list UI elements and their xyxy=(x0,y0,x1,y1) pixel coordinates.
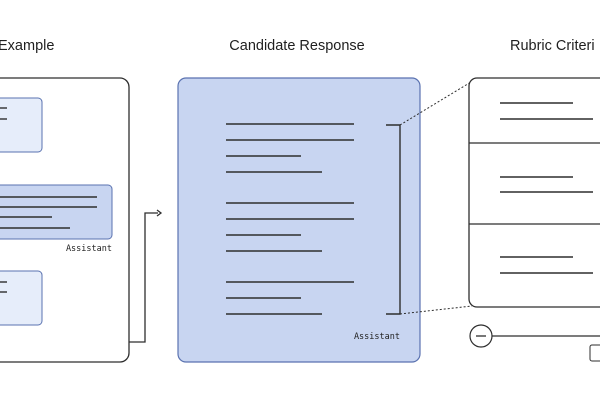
candidate-response-panel: Assistant xyxy=(177,77,421,363)
user-message-2 xyxy=(0,270,43,326)
rubric-panel xyxy=(468,77,600,308)
assistant-message xyxy=(0,184,113,240)
score-slider[interactable] xyxy=(469,324,600,362)
example-panel: Assistant xyxy=(0,77,130,363)
right-title: Rubric Criteri xyxy=(510,38,595,54)
center-title: Candidate Response xyxy=(229,38,364,54)
arrow-head-icon xyxy=(156,209,163,217)
slider-value-box xyxy=(589,344,600,362)
assistant-label: Assistant xyxy=(66,244,112,254)
left-title: Example xyxy=(0,38,54,54)
zoom-line-top xyxy=(399,81,472,126)
user-message-1 xyxy=(0,97,43,153)
assistant-label: Assistant xyxy=(354,332,400,342)
arrow-connector xyxy=(129,212,158,343)
zoom-line-bottom xyxy=(399,305,473,315)
bracket xyxy=(386,124,401,315)
